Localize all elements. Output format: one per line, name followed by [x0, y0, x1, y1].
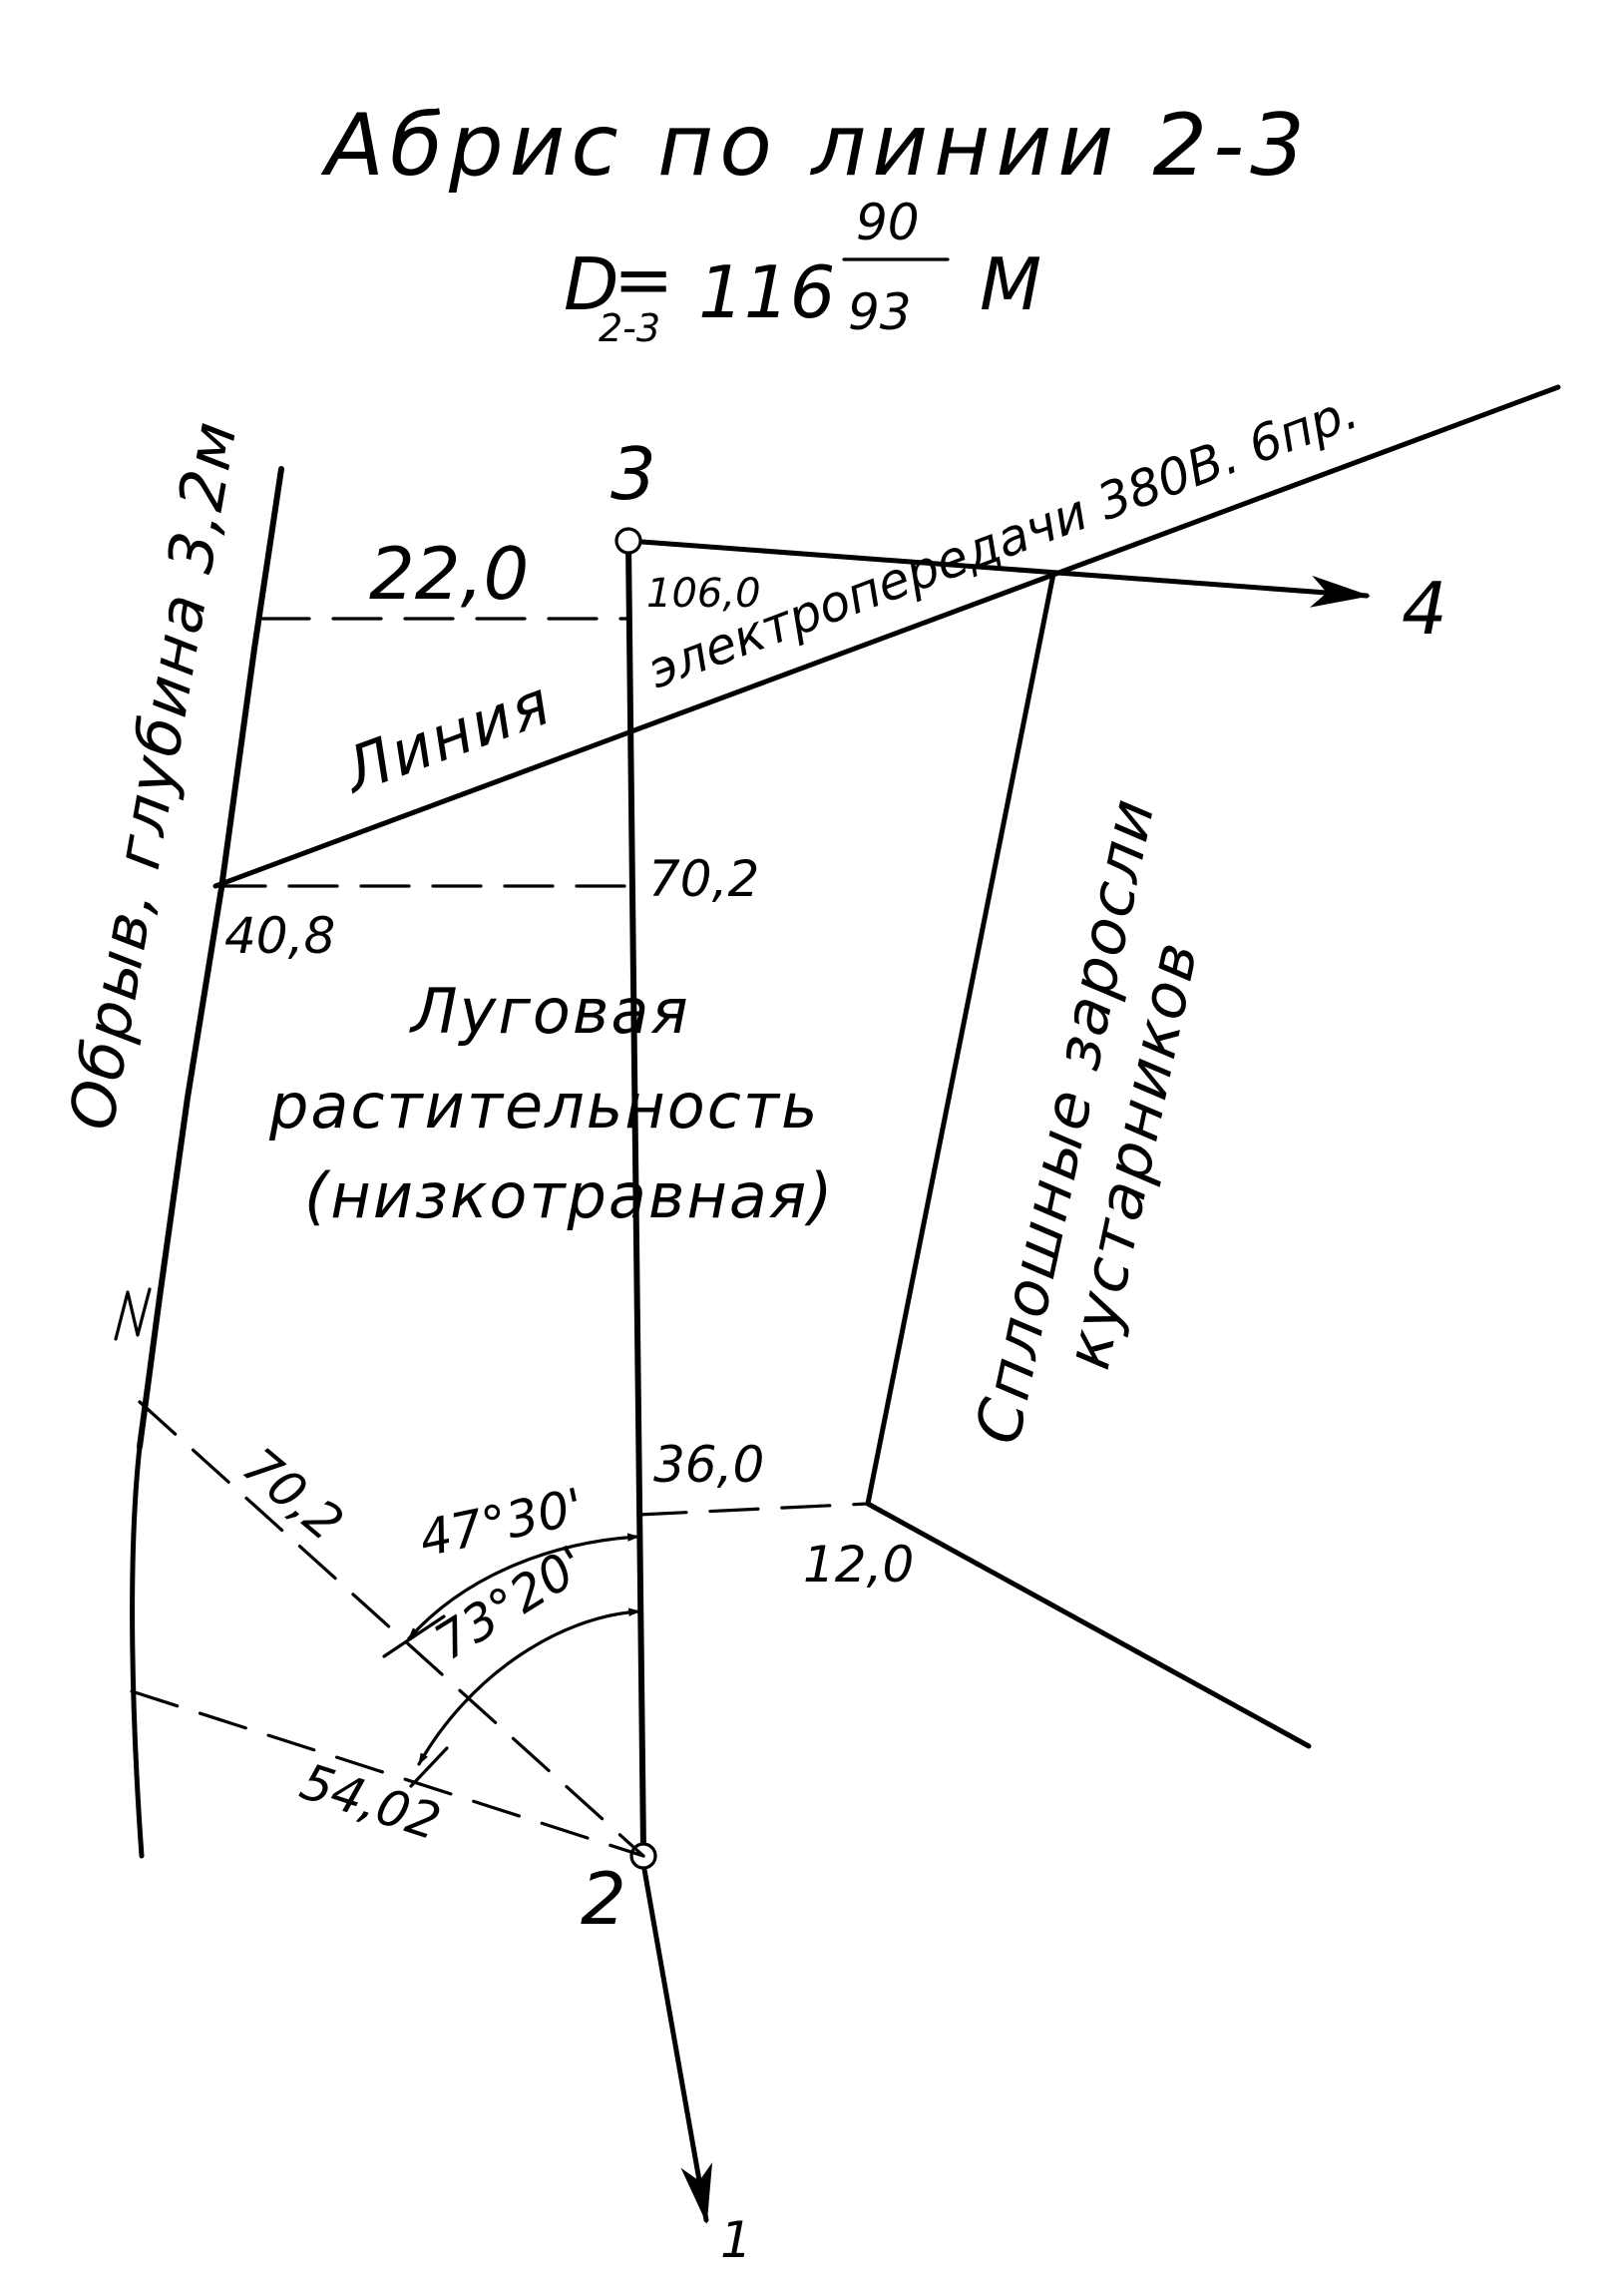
station-1-label: 1	[720, 2211, 752, 2269]
diag-70-2-value: 70,2	[231, 1437, 354, 1553]
chain-36-value: 36,0	[653, 1436, 764, 1494]
formula-symbol: D	[564, 242, 618, 326]
formula-denominator: 93	[848, 283, 912, 341]
formula-numerator: 90	[856, 194, 920, 251]
station-4-label: 4	[1402, 567, 1447, 651]
cliff-hatch-icon	[114, 1287, 152, 1341]
survey-line-3-2	[625, 541, 646, 1854]
formula-subscript: 2-3	[599, 306, 660, 350]
angle-tick-upper	[382, 1614, 446, 1658]
offset-12-value: 12,0	[803, 1536, 914, 1594]
formula-unit: М	[980, 242, 1041, 326]
distance-formula: D 2-3 = 116 90 93 М	[564, 194, 1041, 350]
power-line	[212, 384, 1561, 889]
angle-arc-73-20	[417, 1607, 641, 1766]
cliff-edge-line	[137, 466, 284, 1450]
meadow-label-line-1: Луговая	[409, 975, 690, 1048]
diag-70-2-line	[138, 1400, 645, 1858]
cliff-edge-lower-curve	[130, 1444, 145, 1859]
station-3-marker[interactable]	[614, 527, 642, 555]
chain-70-2-value: 70,2	[648, 850, 759, 908]
formula-equals: =	[613, 237, 673, 321]
offset-22-value: 22,0	[369, 532, 529, 616]
meadow-label-line-3: (низкотравная)	[304, 1159, 834, 1232]
station-2-label: 2	[581, 1857, 626, 1941]
powerline-label-left: Линия	[332, 666, 561, 808]
offset-40-8-value: 40,8	[224, 907, 335, 965]
powerline-label-right: электропередачи 380В. 6пр.	[640, 382, 1366, 700]
sketch-title: Абрис по линии 2-3	[320, 96, 1311, 196]
survey-line-2-1	[640, 1861, 713, 2224]
chain-106-value: 106,0	[646, 571, 761, 617]
diag-54-02-line	[130, 1689, 645, 1858]
meadow-label-line-2: растительность	[268, 1070, 820, 1142]
survey-line-3-4	[625, 538, 1371, 608]
cliff-label: Обрыв, глубина 3,2м	[55, 415, 251, 1136]
station-3-label: 3	[610, 432, 656, 516]
formula-whole: 116	[698, 250, 835, 334]
offset-12-line	[636, 1502, 870, 1517]
angle-tick-lower	[409, 1746, 449, 1788]
